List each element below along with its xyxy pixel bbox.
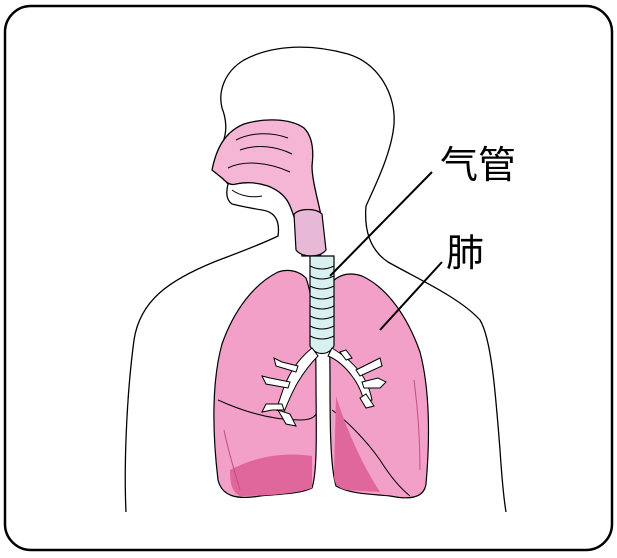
larynx — [294, 210, 326, 257]
lung-label: 肺 — [446, 234, 484, 272]
trachea-label: 气管 — [440, 146, 516, 184]
